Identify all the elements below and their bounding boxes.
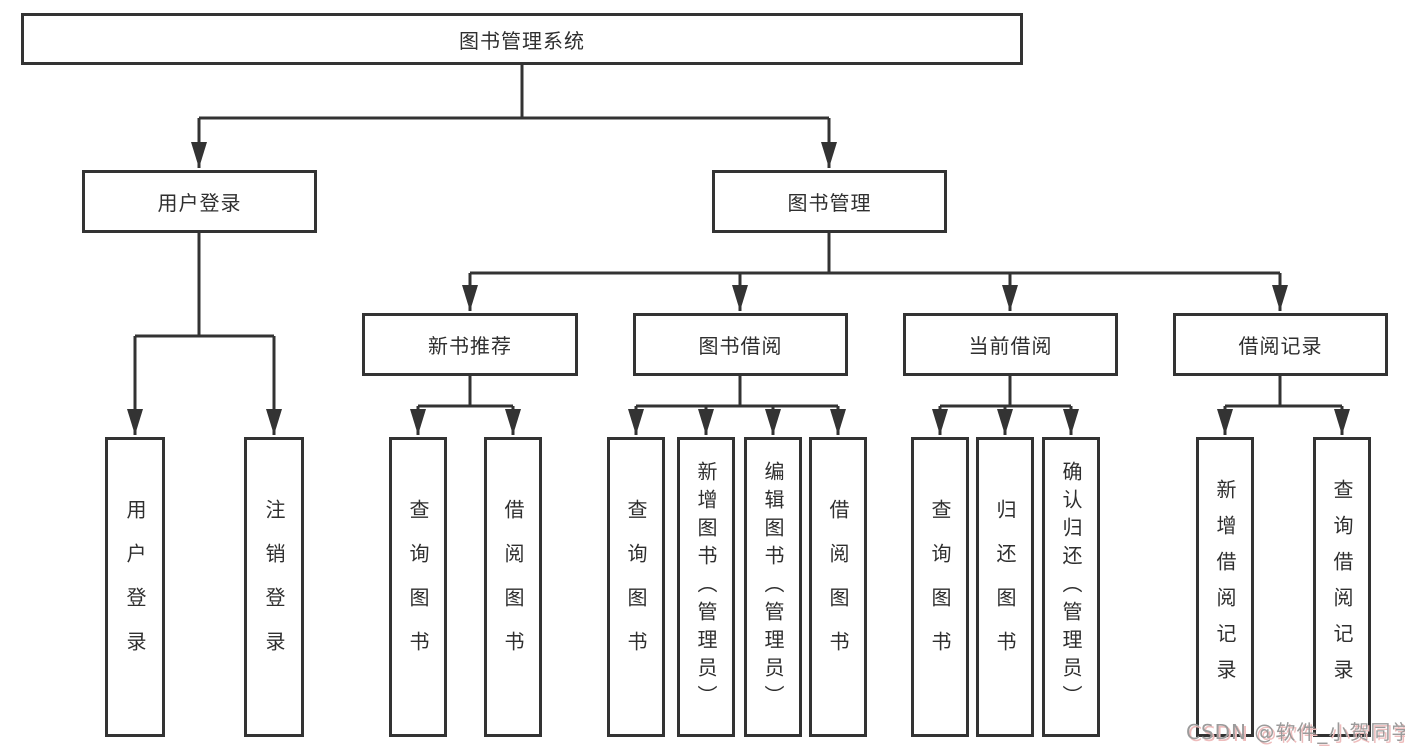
- leaf-user-login: 用户登录: [105, 437, 165, 737]
- node-library-management-system: 图书管理系统: [21, 13, 1023, 65]
- leaf-logout: 注销登录: [244, 437, 304, 737]
- leaf-borrow-books-recommend: 借阅图书: [484, 437, 542, 737]
- leaf-edit-book-admin: 编辑图书（管理员）: [744, 437, 802, 737]
- node-book-borrow: 图书借阅: [633, 313, 848, 376]
- node-borrow-records: 借阅记录: [1173, 313, 1388, 376]
- node-current-borrow: 当前借阅: [903, 313, 1118, 376]
- csdn-watermark: CSDN @软件_小贺同学: [1186, 720, 1405, 744]
- node-user-login: 用户登录: [82, 170, 317, 233]
- leaf-query-borrow-record: 查询借阅记录: [1313, 437, 1371, 737]
- leaf-borrow-book: 借阅图书: [809, 437, 867, 737]
- leaf-query-books-borrow: 查询图书: [607, 437, 665, 737]
- leaf-add-borrow-record: 新增借阅记录: [1196, 437, 1254, 737]
- node-new-book-recommend: 新书推荐: [362, 313, 578, 376]
- leaf-add-book-admin: 新增图书（管理员）: [677, 437, 735, 737]
- leaf-return-book: 归还图书: [976, 437, 1034, 737]
- leaf-query-books-recommend: 查询图书: [389, 437, 447, 737]
- leaf-confirm-return-admin: 确认归还（管理员）: [1042, 437, 1100, 737]
- node-book-management: 图书管理: [712, 170, 947, 233]
- leaf-query-books-current: 查询图书: [911, 437, 969, 737]
